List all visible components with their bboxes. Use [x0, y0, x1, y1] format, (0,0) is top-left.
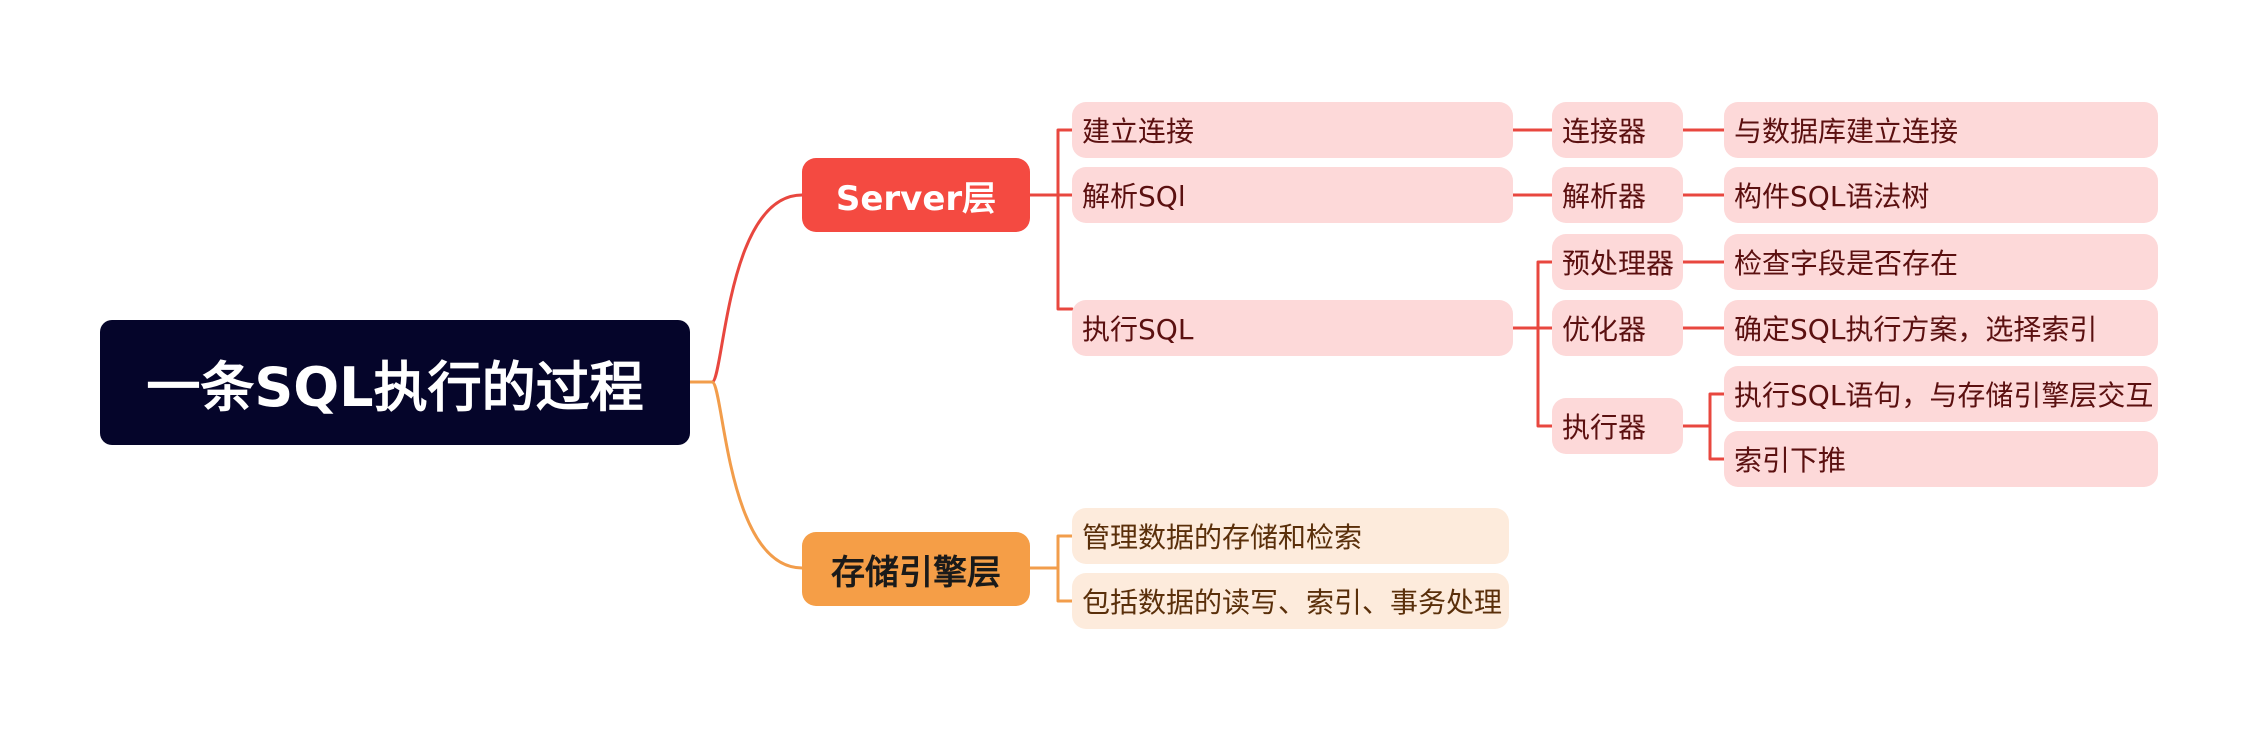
- step-parse-sql[interactable]: 解析SQl: [1072, 167, 1513, 223]
- link-root-storage: [688, 380, 804, 570]
- detail-check-fields[interactable]: 检查字段是否存在: [1724, 234, 2158, 290]
- link-root-server: [688, 193, 804, 384]
- detail-connect-database[interactable]: 与数据库建立连接: [1724, 102, 2158, 158]
- detail-choose-plan-index[interactable]: 确定SQL执行方案，选择索引: [1724, 300, 2158, 356]
- step-establish-connection[interactable]: 建立连接: [1072, 102, 1513, 158]
- detail-execute-statement[interactable]: 执行SQL语句，与存储引擎层交互: [1724, 366, 2158, 422]
- link-step-components: [1511, 128, 1554, 428]
- storage-item-manage[interactable]: 管理数据的存储和检索: [1072, 508, 1509, 564]
- component-executor[interactable]: 执行器: [1552, 398, 1683, 454]
- branch-server-layer[interactable]: Server层: [802, 158, 1030, 232]
- component-optimizer[interactable]: 优化器: [1552, 300, 1683, 356]
- component-preprocessor[interactable]: 预处理器: [1552, 234, 1683, 290]
- link-storage-items: [1028, 534, 1074, 603]
- component-parser[interactable]: 解析器: [1552, 167, 1683, 223]
- root-node[interactable]: 一条SQL执行的过程: [100, 320, 690, 445]
- branch-storage-engine-layer[interactable]: 存储引擎层: [802, 532, 1030, 606]
- detail-build-syntax-tree[interactable]: 构件SQL语法树: [1724, 167, 2158, 223]
- link-server-steps: [1028, 128, 1074, 311]
- step-execute-sql[interactable]: 执行SQL: [1072, 300, 1513, 356]
- component-connector[interactable]: 连接器: [1552, 102, 1683, 158]
- link-component-details: [1681, 128, 1726, 461]
- storage-item-operations[interactable]: 包括数据的读写、索引、事务处理: [1072, 573, 1509, 629]
- detail-index-pushdown[interactable]: 索引下推: [1724, 431, 2158, 487]
